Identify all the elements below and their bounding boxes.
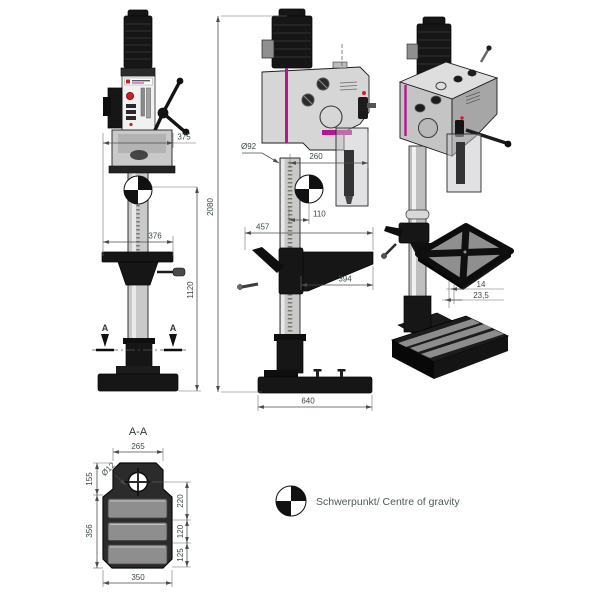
cog-symbol-side [294, 174, 324, 204]
magenta-stripe [285, 68, 288, 143]
front-table [101, 251, 186, 286]
base-t-slots [107, 498, 168, 565]
side-view: 2080 Ø92 260 110 457 [206, 8, 376, 411]
spec-label [339, 81, 358, 91]
iso-column [405, 145, 430, 299]
dim-label-640: 640 [301, 397, 315, 406]
dim-260: 260 [289, 132, 369, 168]
dim-label-120: 120 [176, 524, 185, 538]
section-marker-a-right: A [170, 323, 177, 333]
depth-scale [140, 87, 145, 117]
emergency-stop-button [126, 92, 135, 101]
dim-label-14: 14 [477, 280, 486, 289]
dim-394: 394 [300, 266, 374, 290]
dim-376: 376 [102, 148, 174, 256]
side-base [257, 334, 373, 394]
dim-155-356: 155 356 [85, 462, 113, 569]
cog-symbol-legend [275, 485, 307, 517]
column-hole [124, 468, 152, 496]
dim-1120: 1120 [178, 186, 201, 392]
dim-label-155: 155 [85, 472, 94, 486]
red-indicator [362, 91, 366, 95]
section-cut-markers: A A [92, 323, 186, 352]
table-crank-knob [172, 267, 186, 277]
dim-label-350: 350 [131, 573, 145, 582]
front-knob-2 [430, 95, 442, 105]
spindle-handle [465, 128, 507, 145]
front-motor [120, 9, 156, 77]
dim-label-265: 265 [131, 442, 145, 451]
dim-375: 375 [102, 133, 196, 148]
dim-2080: 2080 [206, 15, 287, 393]
iso-view: 14 23,5 [381, 16, 514, 379]
legend: Schwerpunkt/ Centre of gravity [275, 485, 460, 517]
control-buttons [126, 104, 136, 120]
dim-label-23p5: 23,5 [473, 291, 489, 300]
dim-dia92: Ø92 [241, 142, 280, 164]
top-knob-1 [453, 75, 463, 83]
t-slot-studs [313, 369, 346, 377]
spec-label-iso [465, 91, 481, 105]
dim-label-457: 457 [256, 223, 270, 232]
dim-14-23p5: 14 23,5 [442, 280, 504, 308]
dim-label-394: 394 [338, 275, 352, 284]
front-base [97, 338, 179, 392]
motor-junction-box [261, 39, 275, 59]
dim-label-356: 356 [85, 524, 94, 538]
top-knob-2 [467, 69, 477, 77]
section-title: A-A [129, 426, 148, 438]
iso-base [390, 295, 510, 379]
front-knob-1 [414, 103, 426, 113]
dim-640: 640 [257, 395, 373, 411]
dim-label-376: 376 [148, 232, 162, 241]
dim-label-375: 375 [177, 133, 191, 142]
iso-cross-table [415, 223, 514, 290]
dim-label-220: 220 [176, 494, 185, 508]
section-view: A-A 265 [85, 426, 191, 587]
dim-220-120-125: 220 120 125 [150, 481, 191, 568]
dim-label-dia92: Ø92 [241, 142, 257, 151]
depth-stop [358, 97, 368, 119]
side-chuck-guard [322, 127, 369, 207]
section-marker-a-left: A [102, 323, 109, 333]
dim-label-125: 125 [176, 548, 185, 562]
hub-circle [319, 105, 343, 129]
front-view: A A 375 376 1120 [92, 9, 201, 392]
dim-label-260: 260 [309, 152, 323, 161]
dim-457: 457 [244, 223, 374, 250]
dim-265: 265 [112, 442, 164, 461]
dim-110: 110 [288, 204, 326, 224]
cog-symbol-front [123, 175, 197, 205]
brand-label [124, 77, 153, 86]
dim-label-2080: 2080 [206, 198, 215, 216]
dim-label-110: 110 [313, 210, 326, 219]
legend-label: Schwerpunkt/ Centre of gravity [316, 496, 460, 508]
iso-head [398, 16, 512, 193]
side-motor [261, 8, 313, 69]
side-table-arm [237, 247, 374, 295]
dim-label-1120: 1120 [186, 281, 195, 299]
clamp-lever [252, 247, 284, 273]
front-gear-housing [108, 129, 176, 174]
dim-350: 350 [102, 570, 173, 587]
